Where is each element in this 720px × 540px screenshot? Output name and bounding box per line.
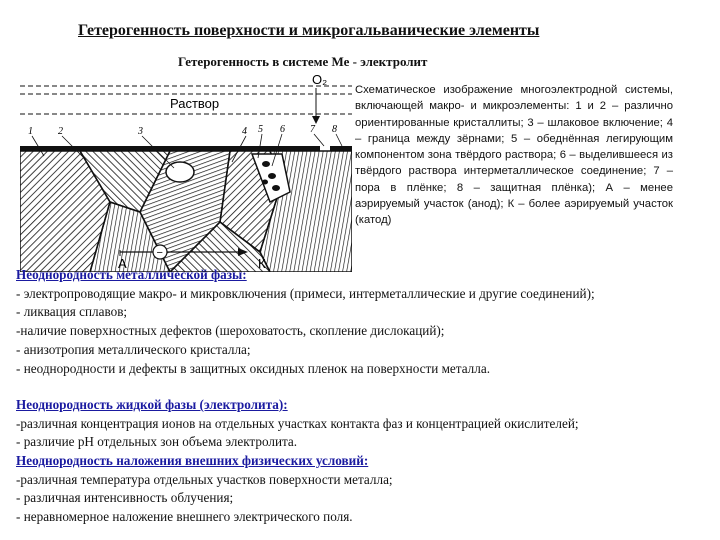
section-item: -наличие поверхностных дефектов (шерохов…	[16, 323, 445, 339]
caption-line: 8 – защитная плёнка);	[456, 181, 606, 194]
caption-line: 5 – обеднённая легирующим компонентом зо…	[355, 132, 674, 162]
electrode-system-diagram: O₂ Раствор 1 2 3 4 5 6 7 8	[20, 72, 352, 272]
page-title: Гетерогенность поверхности и микрогальва…	[78, 22, 540, 39]
section-item: -различная температура отдельных участко…	[16, 471, 393, 487]
label-8: 8	[332, 124, 337, 135]
section-heading: Неоднородность металлической фазы:	[16, 267, 247, 282]
section-metal-phase: Неоднородность металлической фазы: - эле…	[16, 266, 706, 378]
svg-text:−: −	[157, 247, 163, 259]
label-6: 6	[280, 124, 285, 135]
label-3: 3	[137, 126, 143, 137]
caption-line: 7 – пора в плёнке;	[355, 165, 673, 194]
section-item: - анизотропия металлического кристалла;	[16, 341, 251, 357]
film-pore	[320, 146, 330, 151]
label-4: 4	[242, 126, 247, 137]
intermetallic-particles	[262, 161, 280, 191]
cathode-label: К	[258, 256, 266, 271]
caption-line: Схематическое изображение многоэлектродн…	[355, 84, 673, 113]
caption-line: А – менее аэрируемый участок (анод); К –…	[355, 181, 673, 227]
o2-label: O₂	[312, 72, 327, 87]
protective-film	[20, 146, 352, 151]
caption-line: 4 – граница между зёрнами;	[355, 116, 673, 145]
caption-line: 6 – выделившееся из твёрдого раствора ин…	[355, 149, 673, 178]
section-item: -различная концентрация ионов на отдельн…	[16, 415, 579, 431]
section-item: - неравномерное наложение внешнего элект…	[16, 509, 353, 525]
section-liquid-phase: Неоднородность жидкой фазы (электролита)…	[16, 396, 706, 452]
section-item: - неоднородности и дефекты в защитных ок…	[16, 360, 490, 376]
section-heading: Неоднородность наложения внешних физичес…	[16, 453, 369, 468]
label-2: 2	[58, 126, 63, 137]
caption-line: 3 – шлаковое включение;	[527, 116, 667, 129]
electron-symbol	[152, 244, 168, 260]
anode-label: А	[118, 256, 127, 271]
solution-label: Раствор	[170, 96, 219, 111]
caption-line: 1 и 2 – различно ориентированные кристал…	[355, 100, 673, 129]
slag-inclusion	[165, 161, 195, 183]
label-5: 5	[258, 124, 263, 135]
label-7: 7	[310, 124, 316, 135]
label-1: 1	[28, 126, 33, 137]
diagram-caption: Схематическое изображение многоэлектродн…	[355, 82, 673, 229]
page-subtitle: Гетерогенность в системе Ме - электролит	[178, 54, 428, 69]
section-item: - электропроводящие макро- и микровключе…	[16, 285, 595, 301]
section-item: - ликвация сплавов;	[16, 304, 128, 320]
section-external-conditions: Неоднородность наложения внешних физичес…	[16, 452, 706, 527]
section-heading: Неоднородность жидкой фазы (электролита)…	[16, 397, 288, 412]
section-item: - различие pH отдельных зон объема элект…	[16, 434, 298, 450]
section-item: - различная интенсивность облучения;	[16, 490, 234, 506]
